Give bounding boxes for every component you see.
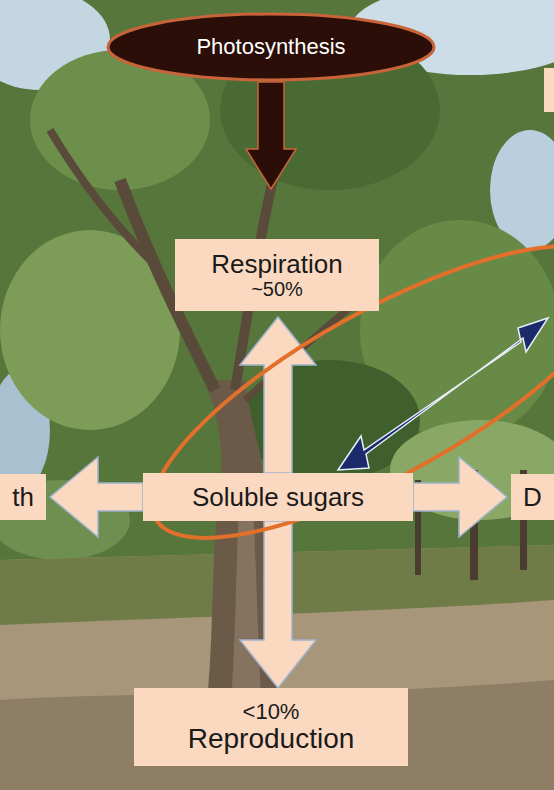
process-box: D xyxy=(511,474,554,520)
flow-arrow xyxy=(246,82,296,189)
double-arrow xyxy=(338,318,548,470)
highlight-ellipse xyxy=(116,193,554,590)
process-box: Soluble sugars xyxy=(143,473,413,521)
node-sublabel: Reproduction xyxy=(188,724,355,755)
ellipse-shape xyxy=(108,14,434,80)
ground-shadow xyxy=(0,680,554,790)
node-label: Photosynthesis xyxy=(196,35,345,59)
tree-branch xyxy=(50,130,150,260)
allocation-arrow xyxy=(50,457,143,537)
process-box: th xyxy=(0,474,46,520)
node-label: D xyxy=(523,483,542,512)
partial-box xyxy=(544,68,554,112)
allocation-arrow xyxy=(240,317,316,473)
node-sublabel: ~50% xyxy=(251,278,303,300)
allocation-arrow xyxy=(413,457,507,537)
process-box: <10%Reproduction xyxy=(134,688,408,766)
node-label: Soluble sugars xyxy=(192,483,364,512)
node-label: <10% xyxy=(243,700,300,724)
allocation-arrow xyxy=(240,521,316,688)
process-box: Respiration~50% xyxy=(175,239,379,311)
process-ellipse: Photosynthesis xyxy=(106,12,436,82)
node-label: th xyxy=(12,483,34,512)
node-label: Respiration xyxy=(211,250,343,279)
